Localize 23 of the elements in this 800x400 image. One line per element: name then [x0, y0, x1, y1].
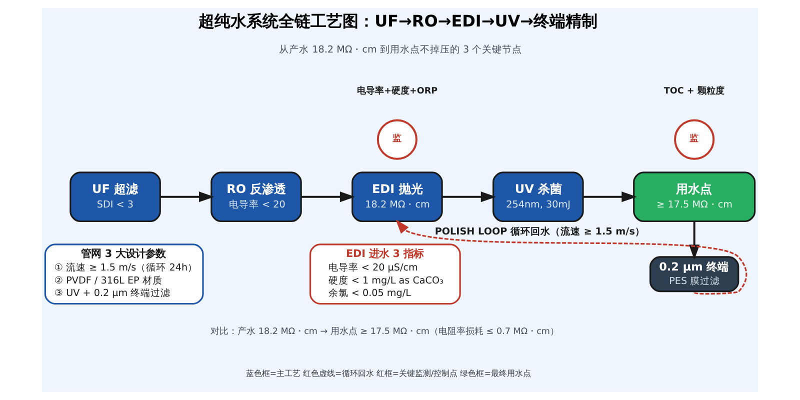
node-box: 用水点 ≥ 17.5 MΩ・cm — [633, 172, 756, 222]
node-box: RO 反渗透 电导率 < 20 — [210, 172, 302, 222]
label: 从产水 18.2 MΩ・cm 到用水点不掉压的 3 个关键节点 — [279, 44, 522, 56]
diagram-title: 超纯水系统全链工艺图：UF→RO→EDI→UV→终端精制 — [198, 12, 598, 31]
arrow — [583, 192, 637, 202]
node-circle: 监 — [674, 119, 715, 160]
label: 对比：产水 18.2 MΩ・cm → 用水点 ≥ 17.5 MΩ・cm（电阻率损耗 ≤ 0.7 MΩ・cm） — [210, 327, 559, 338]
arrow — [396, 219, 748, 295]
arrow — [160, 192, 214, 202]
node-box: EDI 进水 3 指标 电导率 < 20 μS/cm 硬度 < 1 mg/L as CaCO₃ 余氯 < 0.05 mg/L — [310, 244, 461, 305]
node-label: TOC + 颗粒度 — [664, 86, 724, 97]
arrow — [442, 192, 496, 202]
label: 蓝色框=主工艺 红色虚线=循环回水 红框=关键监测/控制点 绿色框=最终用水点 — [246, 369, 531, 378]
node-box: UF 超滤 SDI < 3 — [70, 172, 161, 222]
arrow — [301, 192, 356, 202]
node-box: UV 杀菌 254nm, 30mJ — [492, 172, 584, 222]
node-box: 0.2 μm 终端 PES 膜过滤 — [649, 256, 740, 292]
node-box: EDI 抛光 18.2 MΩ・cm — [352, 172, 443, 222]
node-label: 电导率+硬度+ORP — [357, 86, 438, 97]
edge-label: POLISH LOOP 循环回水（流速 ≥ 1.5 m/s） — [434, 226, 645, 238]
arrow — [689, 221, 700, 260]
node-circle: 监 — [376, 119, 418, 160]
node-box: 管网 3 大设计参数 ① 流速 ≥ 1.5 m/s（循环 24h） ② PVDF / 316L EP 材质 ③ UV + 0.2 μm 终端过滤 — [44, 244, 204, 305]
